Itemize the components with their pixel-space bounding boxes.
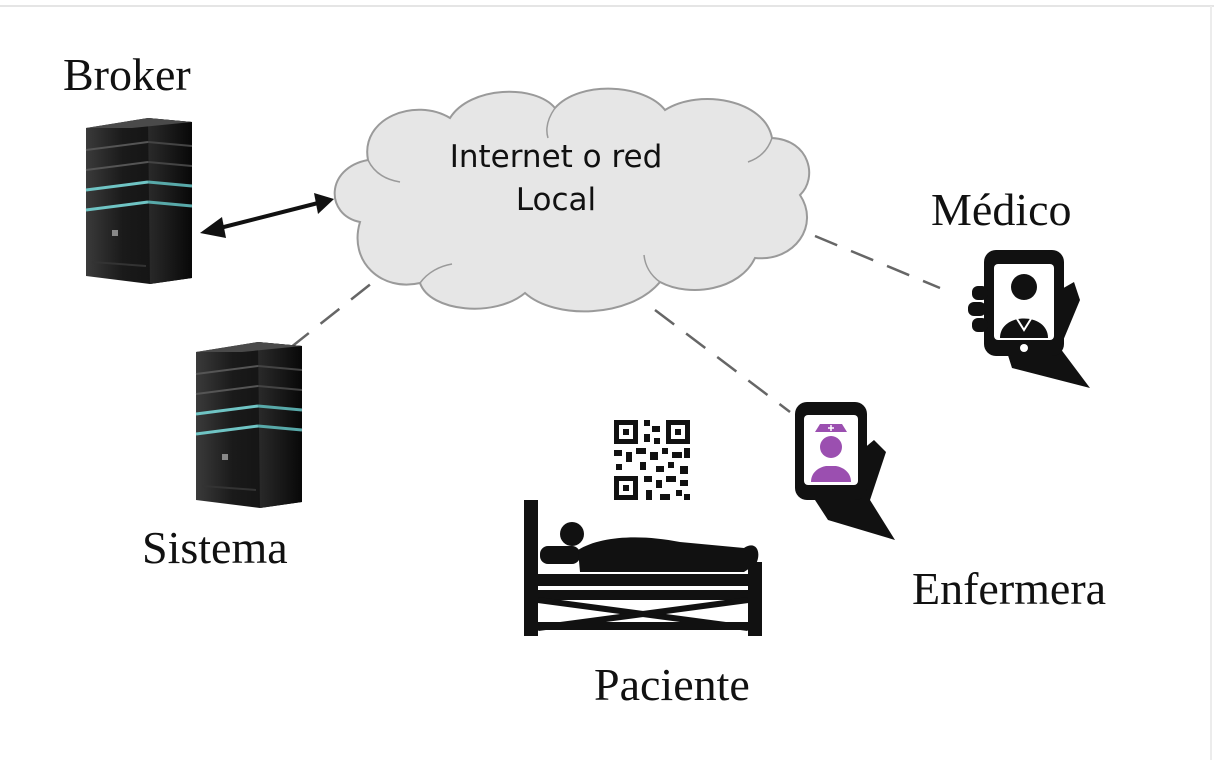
medico-label: Médico [931,184,1072,235]
connector-enfermera-cloud [654,309,791,413]
broker-server-icon [85,118,193,284]
connector-broker-cloud [200,193,334,238]
connector-medico-cloud [814,234,941,290]
qr-code-icon [612,418,692,502]
cloud-title: Internet o red Local [436,136,676,222]
enfermera-label: Enfermera [912,563,1107,614]
patient-bed-icon [524,500,762,636]
enfermera-phone-icon [795,402,895,540]
connector-sistema-cloud [289,274,383,349]
medico-phone-icon [968,250,1090,388]
broker-label: Broker [63,49,191,100]
cloud-title-line2: Local [515,182,597,218]
cloud-icon [333,87,811,313]
paciente-label: Paciente [594,659,750,710]
sistema-label: Sistema [142,522,288,573]
sistema-server-icon [195,342,303,508]
cloud-title-line1: Internet o red [449,139,663,175]
